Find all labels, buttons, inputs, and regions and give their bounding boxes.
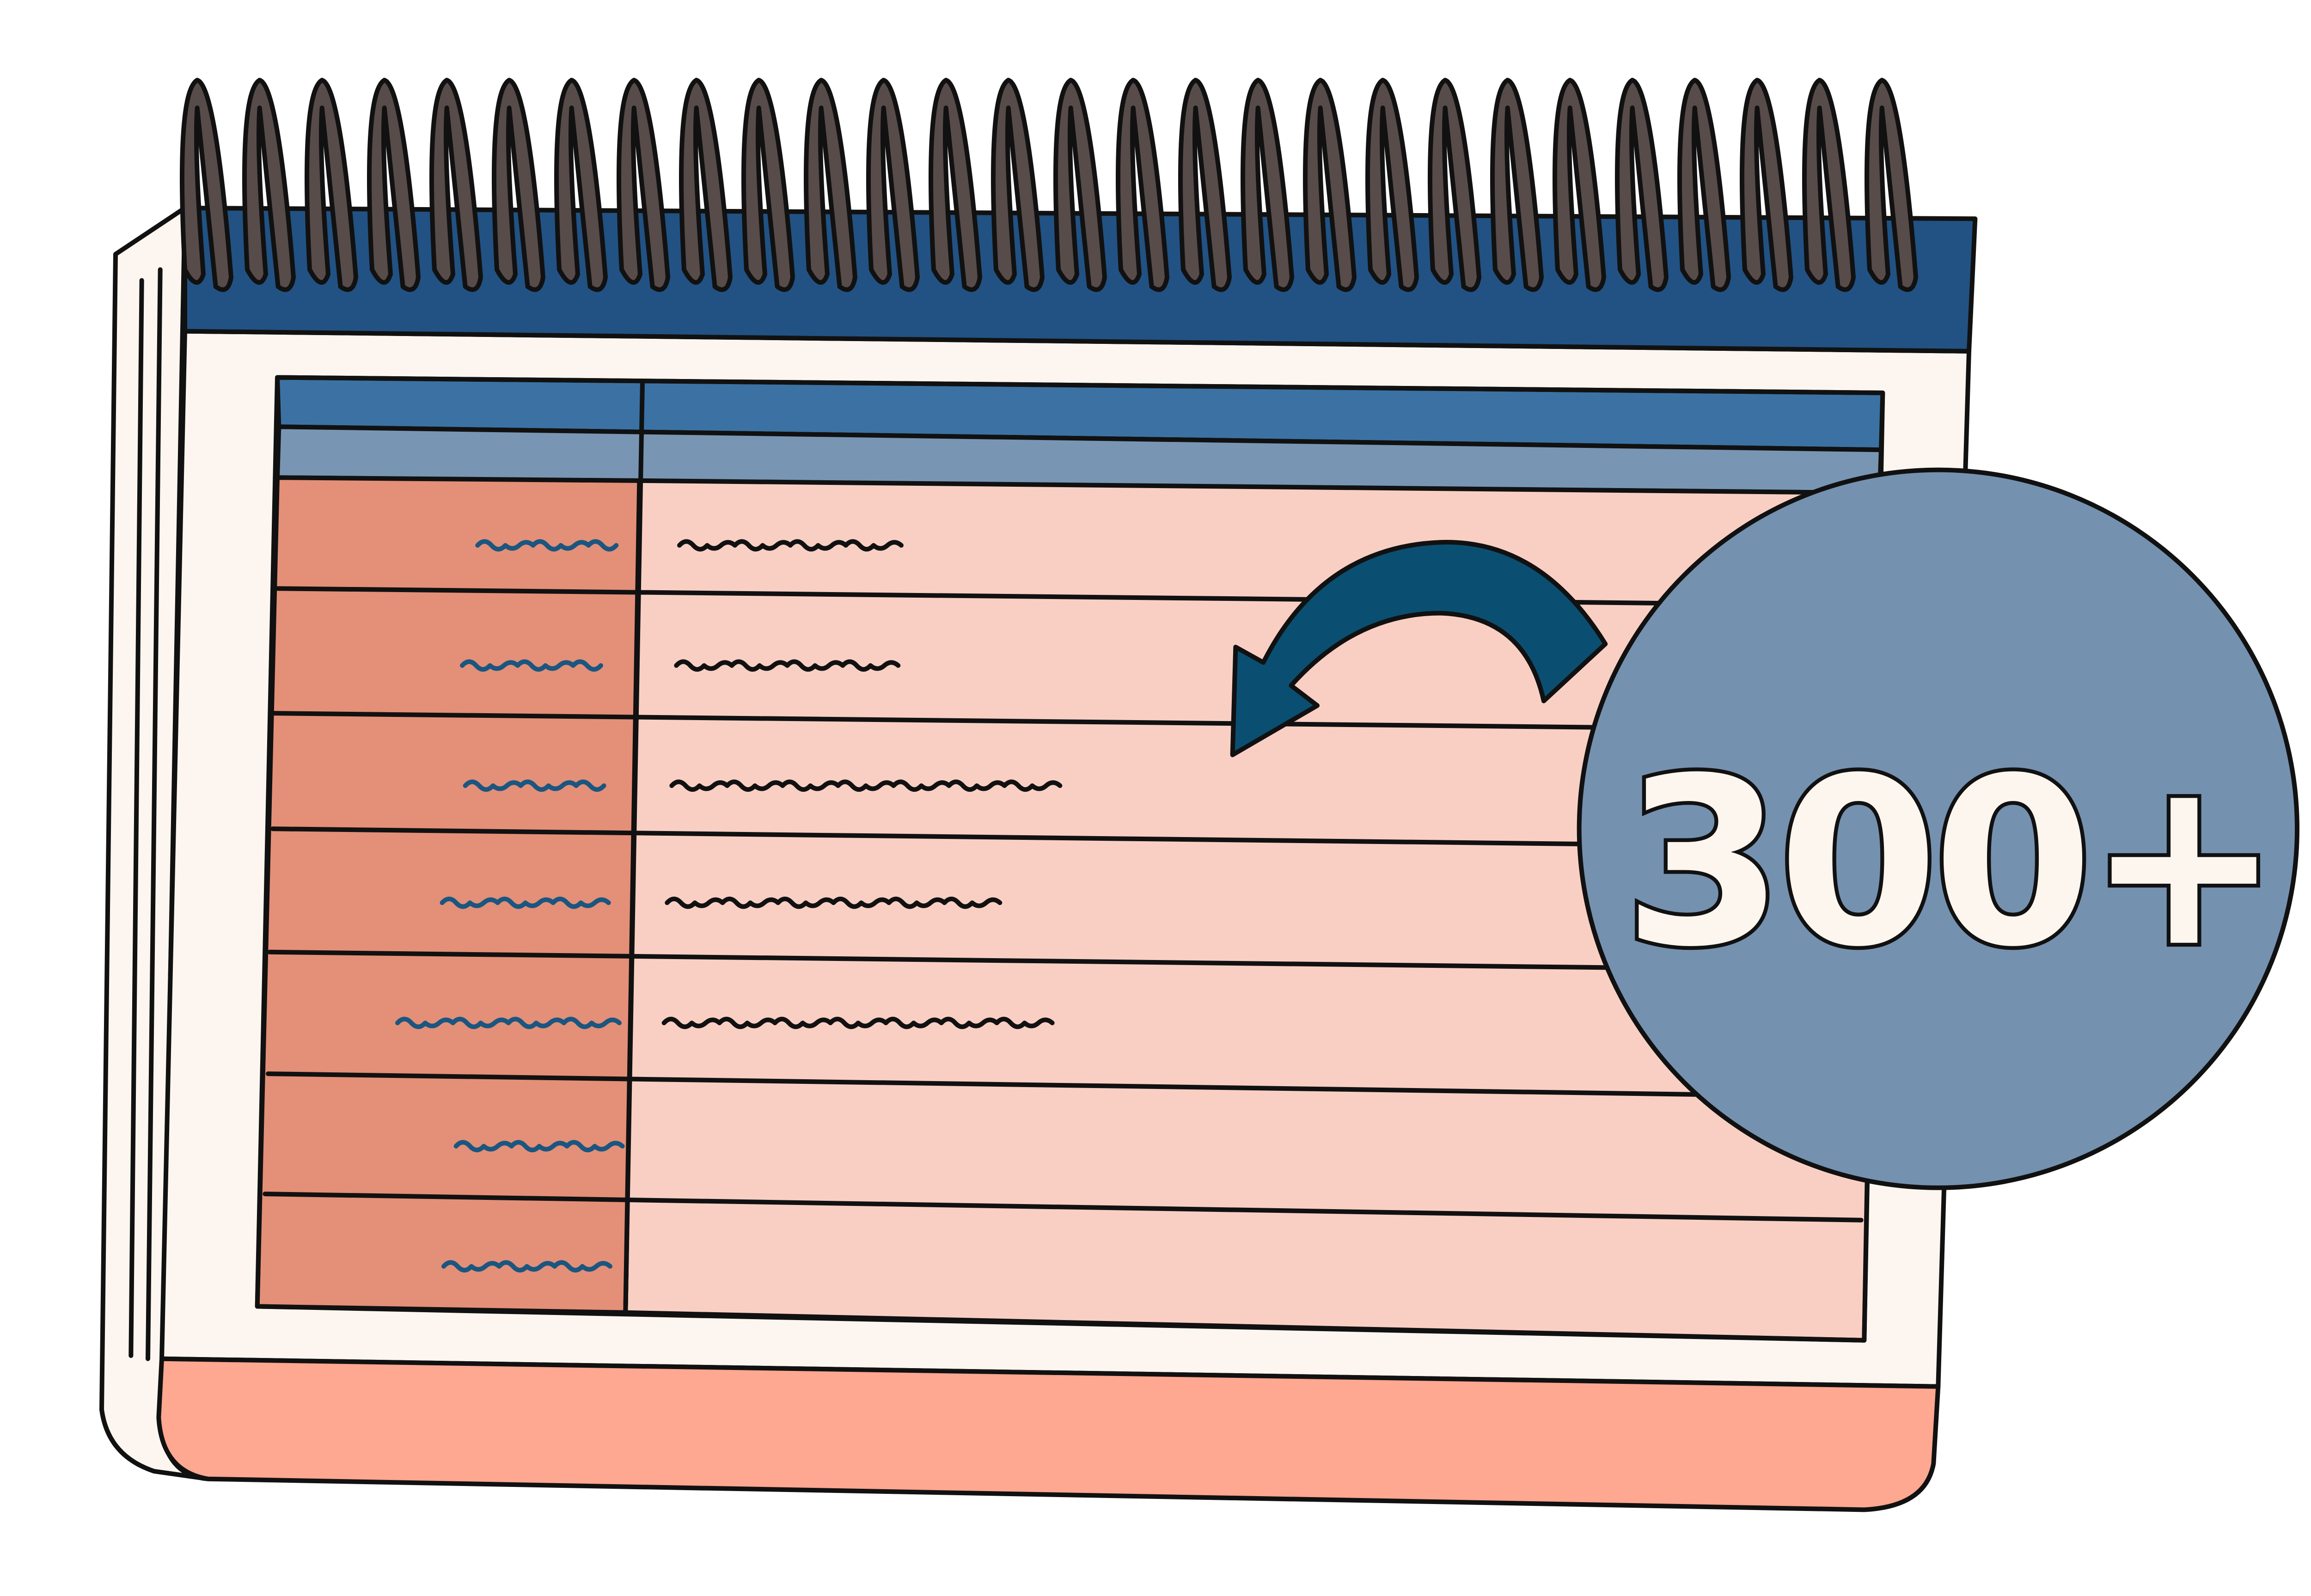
spiral-coil	[1740, 78, 1793, 292]
placeholder-text-left	[453, 1140, 625, 1153]
placeholder-text-left	[441, 1260, 612, 1273]
spiral-coil	[492, 78, 545, 292]
spiral-coil	[991, 78, 1045, 292]
table-body-left	[255, 475, 642, 1315]
spiral-coil	[929, 78, 982, 292]
placeholder-text-right	[665, 896, 1003, 909]
spiral-coil	[1490, 78, 1544, 292]
spiral-coil	[1802, 78, 1856, 292]
spiral-coil	[1428, 78, 1481, 292]
spiral-coil	[1553, 78, 1606, 292]
badge-label: 300+	[1623, 728, 2274, 997]
spiral-coil	[1178, 78, 1232, 292]
placeholder-text-right	[661, 1016, 1055, 1029]
spiral-coil	[1365, 78, 1419, 292]
placeholder-text-left	[395, 1016, 622, 1029]
notebook-bottom-band	[156, 1356, 1941, 1512]
spiral-coil	[741, 78, 795, 292]
spiral-coil	[1116, 78, 1169, 292]
spiral-coil	[180, 78, 233, 292]
spiral-coil	[367, 78, 421, 292]
spiral-coil	[242, 78, 296, 292]
spiral-coil	[617, 78, 670, 292]
spiral-coil	[866, 78, 920, 292]
table-row-divider	[275, 586, 1874, 608]
table-row-divider	[266, 1071, 1865, 1100]
table-row-divider	[267, 949, 1867, 973]
placeholder-text-left	[463, 779, 606, 792]
spiral-coil	[679, 78, 733, 292]
spiral-coil	[305, 78, 358, 292]
placeholder-text-left	[460, 659, 603, 672]
spiral-coil	[1241, 78, 1294, 292]
table-outline	[255, 375, 1885, 1343]
spiral-coil	[1677, 78, 1731, 292]
spiral-coil	[554, 78, 608, 292]
placeholder-text-right	[677, 539, 904, 552]
curved-arrow-icon	[1230, 540, 1608, 758]
placeholder-text-left	[475, 539, 619, 552]
placeholder-text-left	[440, 896, 611, 909]
spiral-coil	[429, 78, 483, 292]
page-edge	[146, 267, 163, 1361]
table	[255, 375, 1885, 1343]
column-divider	[623, 379, 645, 1315]
spiral-coil	[1615, 78, 1669, 292]
placeholder-text-right	[669, 779, 1063, 792]
badge-circle	[1577, 467, 2300, 1190]
placeholder-text-right	[674, 659, 901, 672]
spiral-coil	[1053, 78, 1107, 292]
spiral-coil	[804, 78, 857, 292]
spiral-coil	[1303, 78, 1357, 292]
table-row-divider	[263, 1192, 1864, 1223]
page-edge	[128, 278, 144, 1358]
spiral-coil	[1865, 78, 1918, 292]
